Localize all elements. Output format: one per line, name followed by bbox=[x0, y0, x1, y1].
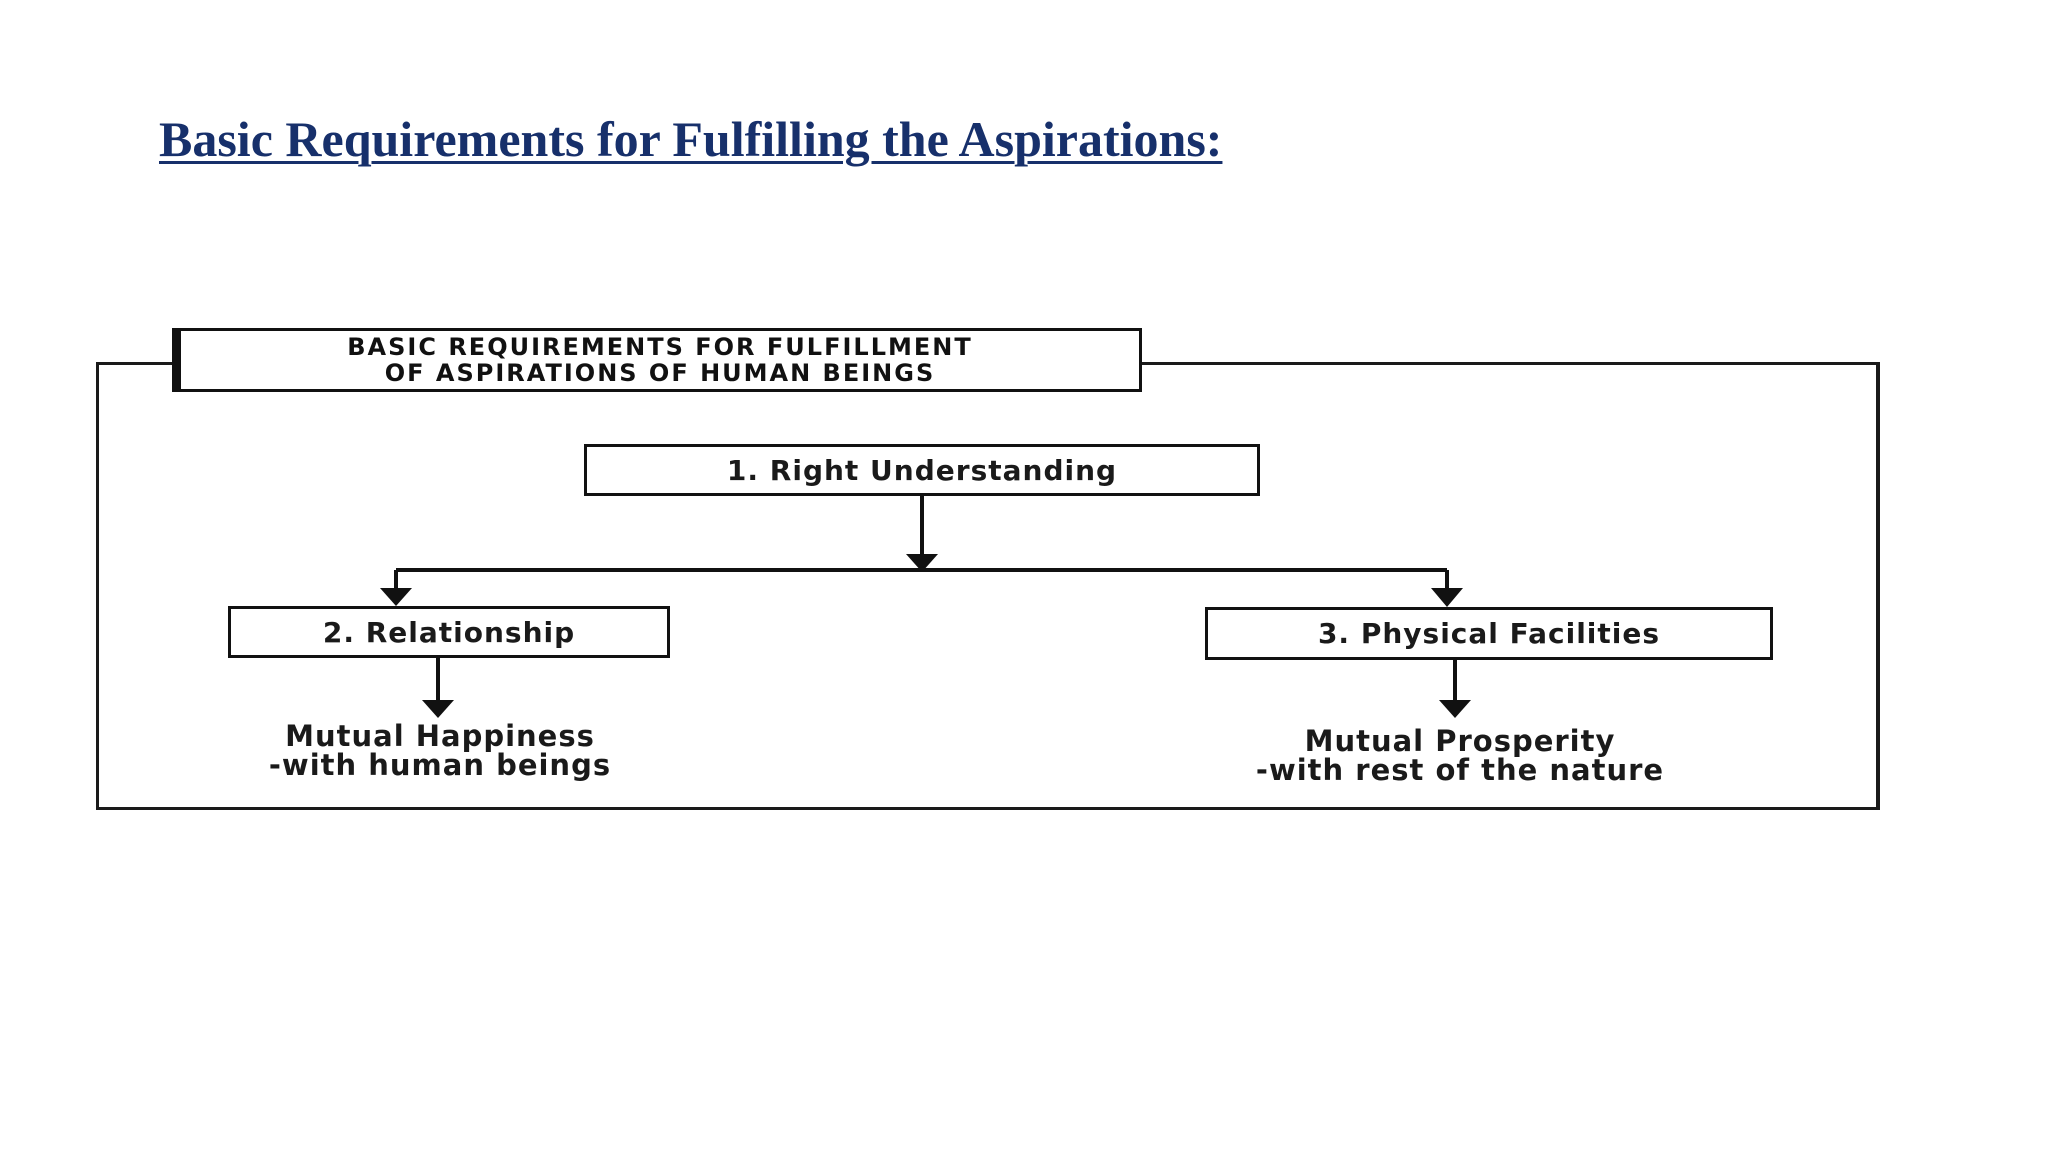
diagram-header-line-1: BASIC REQUIREMENTS FOR FULFILLMENT bbox=[347, 333, 973, 361]
outcome-mutual-prosperity-title: Mutual Prosperity bbox=[1304, 724, 1616, 758]
outcome-mutual-happiness-title: Mutual Happiness bbox=[285, 719, 595, 753]
diagram-header-line-2: OF ASPIRATIONS OF HUMAN BEINGS bbox=[384, 359, 936, 387]
diagram-frame bbox=[96, 362, 1880, 810]
node-relationship: 2. Relationship bbox=[228, 606, 670, 658]
node-physical-facilities: 3. Physical Facilities bbox=[1205, 607, 1773, 660]
outcome-mutual-happiness-subtitle: -with human beings bbox=[268, 748, 612, 782]
outcome-mutual-prosperity-subtitle: -with rest of the nature bbox=[1255, 753, 1665, 787]
node-right-understanding: 1. Right Understanding bbox=[584, 444, 1260, 496]
outcome-mutual-prosperity: Mutual Prosperity -with rest of the natu… bbox=[1175, 727, 1745, 785]
slide-title: Basic Requirements for Fulfilling the As… bbox=[159, 111, 1223, 167]
diagram-header: BASIC REQUIREMENTS FOR FULFILLMENT OF AS… bbox=[172, 328, 1142, 392]
outcome-mutual-happiness: Mutual Happiness -with human beings bbox=[200, 722, 680, 780]
